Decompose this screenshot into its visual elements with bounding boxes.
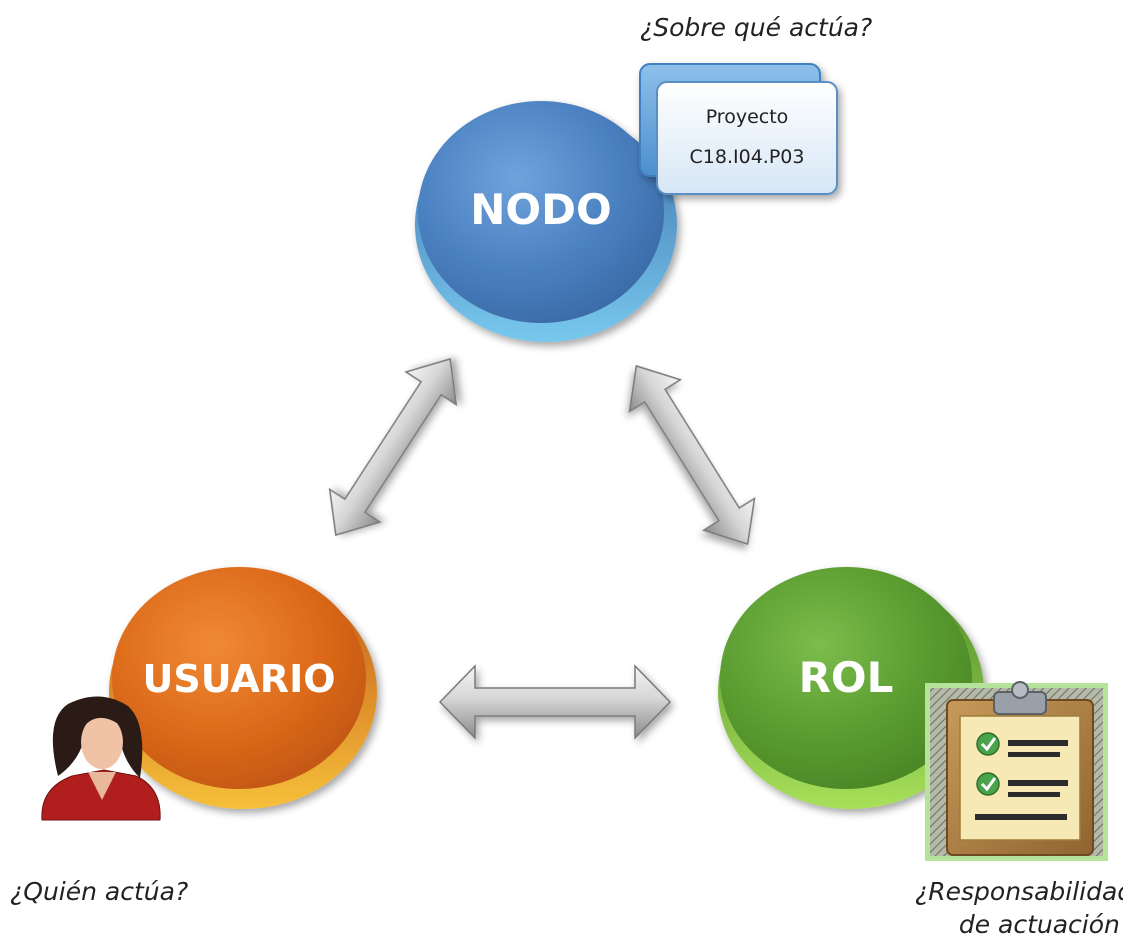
project-card-icon: [639, 63, 838, 195]
usuario-label: USUARIO: [142, 657, 335, 701]
rol-label: ROL: [799, 653, 894, 702]
clipboard-checklist-icon: [925, 681, 1108, 861]
usuario-question: ¿Quién actúa?: [10, 877, 189, 906]
rol-question-line2: de actuación?: [958, 909, 1123, 939]
rol-node: [718, 567, 984, 809]
nodo-node: [415, 101, 677, 342]
arrow-nodo-usuario: [328, 357, 458, 537]
rol-question-line1: ¿Responsabilidad: [915, 877, 1123, 906]
project-code: C18.I04.P03: [689, 146, 805, 168]
usuario-node: [109, 567, 377, 809]
arrow-usuario-rol: [438, 664, 672, 740]
nodo-question: ¿Sobre qué actúa?: [640, 13, 873, 42]
female-user-icon: [41, 696, 161, 821]
nodo-label: NODO: [470, 185, 611, 234]
rol-question: ¿Responsabilidad de actuación?: [915, 876, 1123, 941]
arrow-nodo-rol: [628, 364, 756, 546]
project-box: Proyecto C18.I04.P03: [657, 82, 837, 194]
project-title: Proyecto: [705, 106, 789, 128]
